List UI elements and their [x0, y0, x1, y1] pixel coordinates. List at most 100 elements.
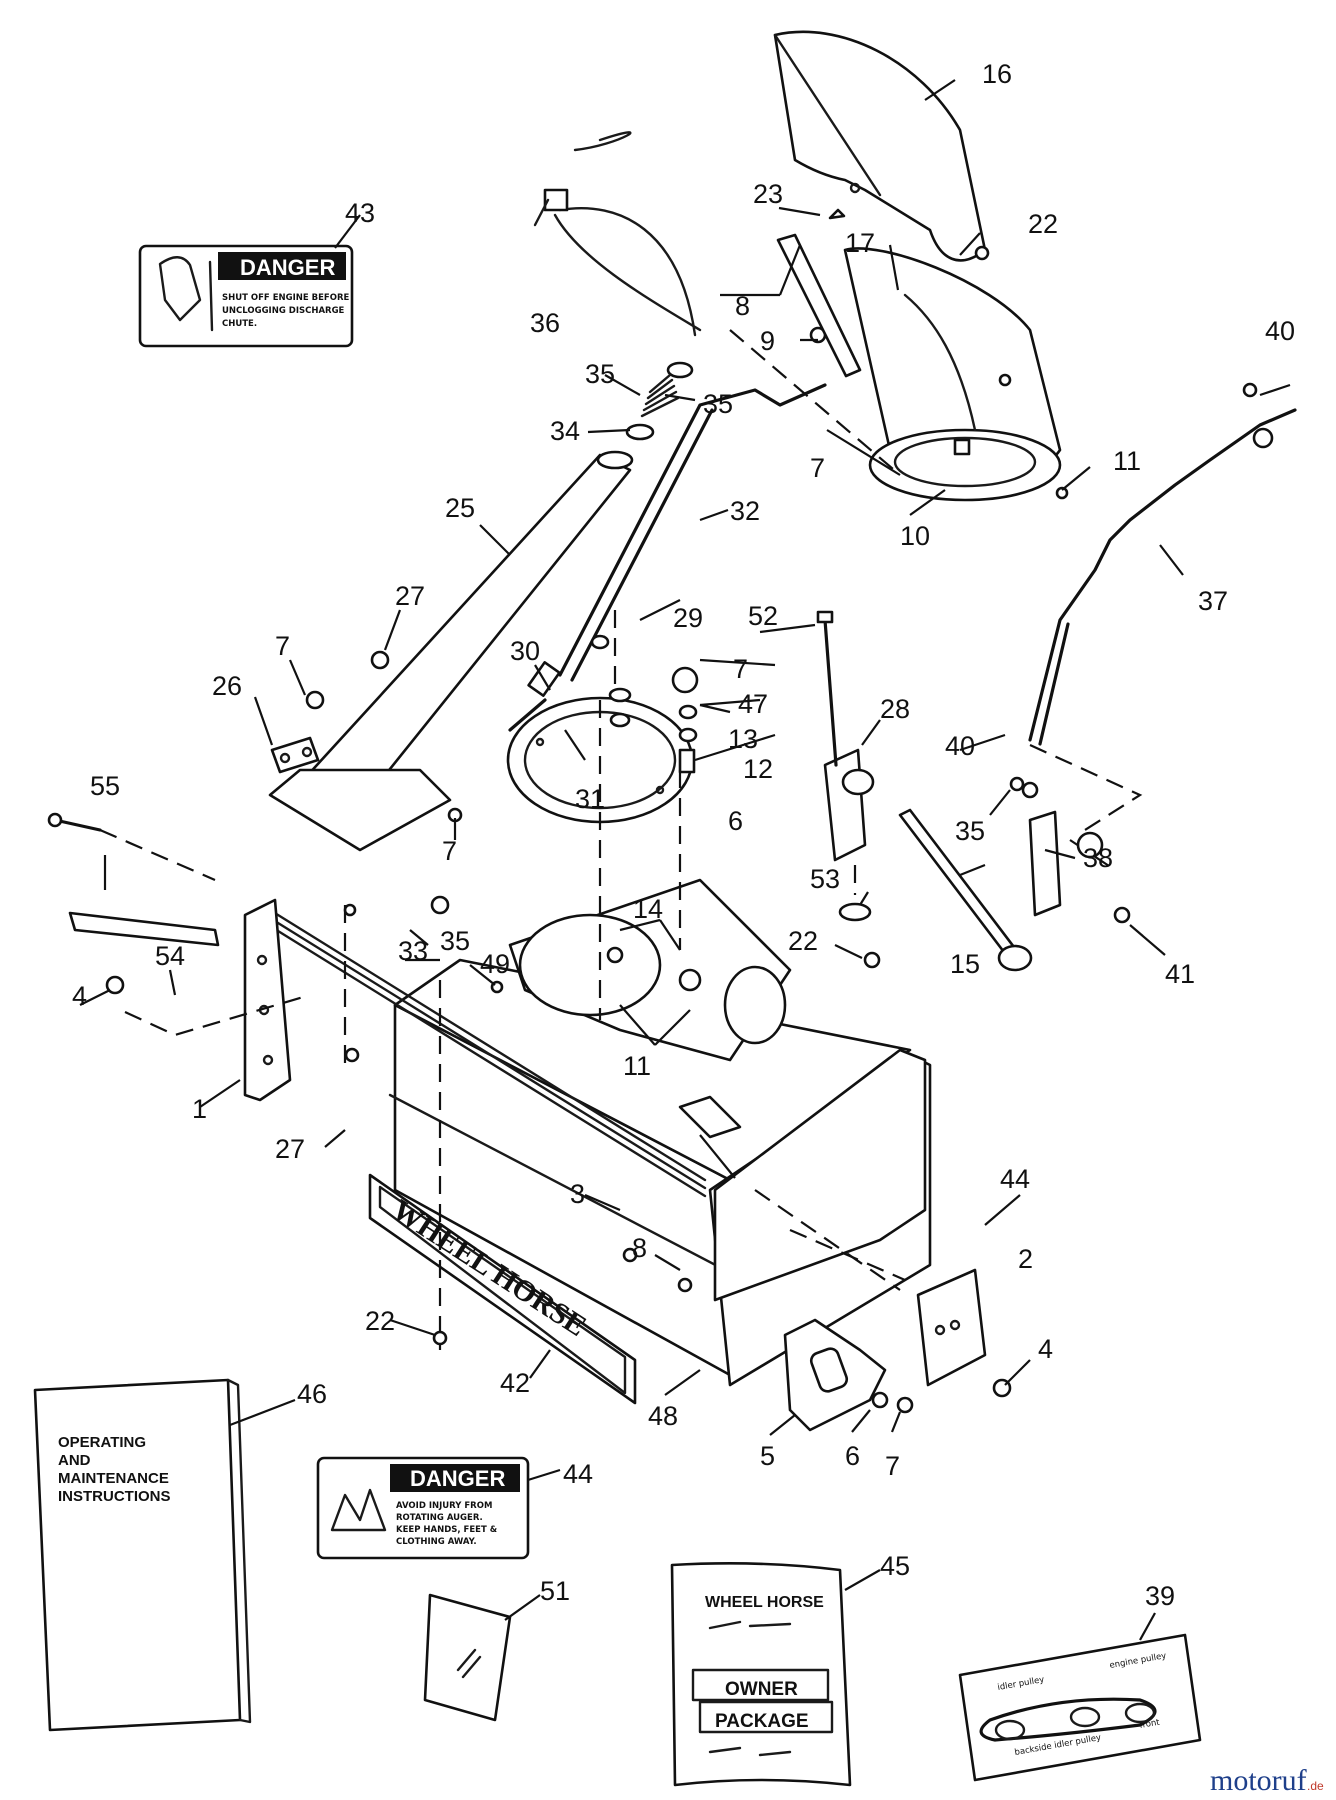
label-47: 47 [738, 689, 768, 719]
label-36: 36 [530, 308, 560, 338]
bolt-52 [816, 610, 838, 767]
dash-4 [124, 993, 311, 1037]
label-11: 9 [760, 326, 775, 356]
label-12: 10 [900, 521, 930, 551]
decal-44-line-3: KEEP HANDS, FEET & [396, 1525, 498, 1535]
label-8: 8 [632, 1233, 647, 1263]
label-7-a: 7 [275, 631, 290, 661]
manual-line-4: INSTRUCTIONS [58, 1488, 171, 1505]
label-10: 8 [735, 291, 750, 321]
label-35-right: 35 [955, 816, 985, 846]
bracket-26 [270, 736, 320, 774]
rod-dash-line [1029, 743, 1143, 831]
bolt-55 [47, 812, 102, 832]
plate-2 [916, 1268, 987, 1387]
decal-43-line-2: UNCLOGGING DISCHARGE [222, 306, 345, 316]
spring-stack [625, 361, 694, 441]
label-40-bot: 40 [945, 731, 975, 761]
label-26: 26 [212, 671, 242, 701]
label-28: 28 [880, 694, 910, 724]
label-49: 49 [480, 949, 510, 979]
leader-lines [79, 79, 1291, 1641]
label-48: 48 [648, 1401, 678, 1431]
chute-body-9 [809, 245, 1069, 502]
package-line-1: OWNER [725, 1679, 798, 1700]
decal-44-line-4: CLOTHING AWAY. [396, 1537, 477, 1547]
label-16: 12 [743, 754, 773, 784]
label-45: 45 [880, 1551, 910, 1581]
side-plate-1 [243, 898, 292, 1102]
label-7-b: 7 [733, 654, 748, 684]
label-27-bot: 27 [275, 1134, 305, 1164]
label-4-left: 4 [72, 981, 87, 1011]
dash-55 [99, 828, 216, 882]
watermark-suffix: .de [1307, 1779, 1324, 1793]
manual-46: OPERATING AND MAINTENANCE INSTRUCTIONS [33, 1378, 252, 1732]
label-20: 16 [982, 59, 1012, 89]
fan-housing-lower [508, 878, 792, 1062]
chute-brackets-10 [776, 208, 862, 378]
manual-line-3: MAINTENANCE [58, 1470, 169, 1487]
hardware [105, 373, 1258, 1414]
chute-deflector-20 [773, 30, 987, 262]
label-25: 25 [445, 493, 475, 523]
label-43: 43 [345, 198, 375, 228]
lift-tube-25 [268, 450, 634, 852]
label-32-top: 32 [730, 496, 760, 526]
label-22-bot: 22 [365, 1306, 395, 1336]
label-37: 37 [1198, 586, 1228, 616]
label-2: 2 [1018, 1244, 1033, 1274]
decal-44-line-2: ROTATING AUGER. [396, 1513, 483, 1523]
belt-decal-39: idler pulley engine pulley backside idle… [958, 1633, 1202, 1782]
label-1: 1 [192, 1094, 207, 1124]
label-44-bot: 44 [563, 1459, 593, 1489]
part-number-labels: 16 23 22 17 8 9 11 7 10 40 37 35 35 34 3… [72, 59, 1295, 1611]
label-15: 11 [623, 1051, 651, 1081]
label-22-mid: 22 [788, 926, 818, 956]
label-19: 15 [950, 949, 980, 979]
label-39: 39 [1145, 1581, 1175, 1611]
owner-package-45: WHEEL HORSE OWNER PACKAGE [670, 1562, 852, 1787]
label-55: 55 [90, 771, 120, 801]
label-33: 34 [550, 416, 580, 446]
label-35-top: 35 [585, 359, 615, 389]
decal-44-line-1: AVOID INJURY FROM [396, 1501, 492, 1511]
label-9: 7 [810, 453, 825, 483]
label-44-mid: 44 [1000, 1164, 1030, 1194]
shaft-19 [898, 808, 1062, 972]
label-34: 35 [703, 389, 733, 419]
label-42: 42 [500, 1368, 530, 1398]
label-5: 5 [760, 1441, 775, 1471]
label-53: 53 [810, 864, 840, 894]
scraper-54 [68, 911, 220, 947]
mount-28 [823, 748, 875, 862]
label-7-d: 7 [885, 1451, 900, 1481]
label-41: 41 [1165, 959, 1195, 989]
window-51 [423, 1593, 512, 1722]
label-40-top: 40 [1265, 316, 1295, 346]
skid-shoe-5 [783, 1318, 887, 1432]
label-29: 29 [673, 603, 703, 633]
label-30: 30 [510, 636, 540, 666]
label-22-top: 22 [1028, 209, 1058, 239]
label-31: 31 [575, 784, 605, 814]
label-6: 6 [845, 1441, 860, 1471]
label-38: 38 [1083, 843, 1113, 873]
label-23: 23 [753, 179, 783, 209]
decal-43-title: DANGER [240, 255, 335, 280]
cable-36 [533, 131, 702, 337]
manual-line-1: OPERATING [58, 1434, 146, 1451]
label-54: 54 [155, 941, 185, 971]
wear-plate-44 [678, 1095, 742, 1139]
label-51: 51 [540, 1576, 570, 1606]
label-3: 3 [570, 1179, 585, 1209]
label-17: 13 [728, 724, 758, 754]
watermark: motoruf .de [1210, 1764, 1324, 1797]
decal-43-title-bar [218, 252, 346, 280]
label-4-right: 4 [1038, 1334, 1053, 1364]
danger-decal-44: DANGER AVOID INJURY FROM ROTATING AUGER.… [316, 1456, 530, 1560]
decal-44-title-bar [390, 1464, 520, 1492]
package-brand: WHEEL HORSE [705, 1594, 824, 1611]
decal-44-title: DANGER [410, 1466, 505, 1491]
